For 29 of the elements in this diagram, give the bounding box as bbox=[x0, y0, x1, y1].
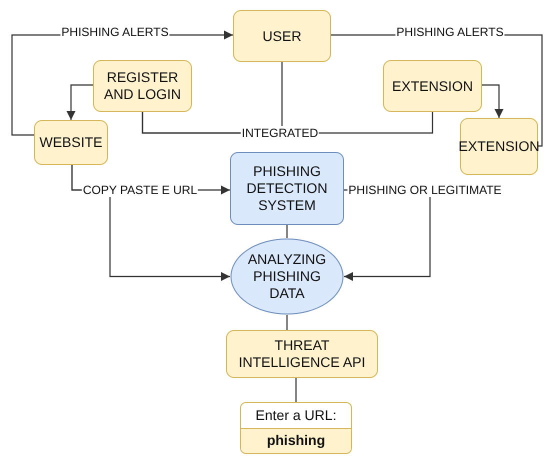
edge-label: PHISHING OR LEGITIMATE bbox=[347, 183, 503, 197]
node-text: WEBSITE bbox=[39, 134, 102, 151]
connector-line bbox=[482, 84, 504, 118]
process-box bbox=[93, 60, 192, 112]
edge-label: INTEGRATED bbox=[240, 126, 320, 140]
process-box bbox=[383, 60, 482, 112]
connector-line bbox=[66, 84, 93, 120]
process-box bbox=[34, 120, 108, 165]
edge-label: PHISHING ALERTS bbox=[60, 25, 170, 39]
node-text: EXTENSION bbox=[458, 138, 540, 155]
process-box bbox=[460, 118, 538, 175]
node-text: PHISHING DETECTION SYSTEM bbox=[246, 163, 328, 214]
connector-line bbox=[286, 225, 288, 238]
process-ellipse bbox=[230, 238, 344, 315]
process-box bbox=[226, 330, 378, 378]
node-text: REGISTER AND LOGIN bbox=[102, 69, 182, 103]
process-box bbox=[230, 152, 344, 225]
node-text: ANALYZING PHISHING DATA bbox=[246, 251, 328, 302]
card-body-text: phishing bbox=[241, 428, 351, 453]
url-input-card bbox=[240, 402, 352, 454]
edge-label: PHISHING ALERTS bbox=[395, 25, 505, 39]
edge-label: COPY PASTE E URL bbox=[82, 183, 198, 197]
card-header-text: Enter a URL: bbox=[241, 403, 351, 428]
connector-line bbox=[286, 315, 288, 330]
node-text: EXTENSION bbox=[392, 78, 473, 94]
process-box bbox=[233, 10, 331, 62]
connector-line bbox=[295, 378, 297, 402]
node-text: USER bbox=[262, 28, 302, 44]
node-text: THREAT INTELLIGENCE API bbox=[238, 337, 366, 371]
